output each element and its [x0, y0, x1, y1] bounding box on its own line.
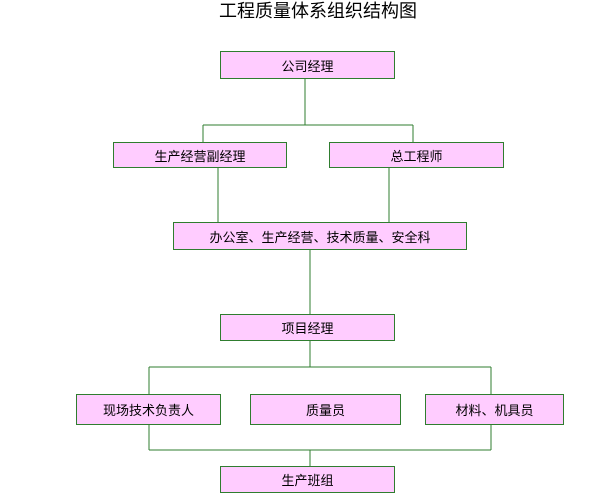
node-label: 生产经营副经理: [154, 149, 246, 165]
chart-title-text: 工程质量体系组织结构图: [219, 1, 417, 22]
node-materials-equipment: 材料、机具员: [425, 394, 564, 425]
chart-title: 工程质量体系组织结构图: [0, 0, 610, 24]
node-label: 办公室、生产经营、技术质量、安全科: [209, 230, 431, 246]
node-label: 现场技术负责人: [102, 404, 194, 419]
node-chief-engineer: 总工程师: [329, 142, 504, 168]
node-site-tech-lead: 现场技术负责人: [76, 394, 221, 425]
node-production-deputy: 生产经营副经理: [113, 142, 287, 168]
node-label: 质量员: [305, 404, 345, 419]
node-label: 材料、机具员: [455, 404, 534, 419]
node-label: 总工程师: [390, 149, 443, 165]
node-office-departments: 办公室、生产经营、技术质量、安全科: [173, 222, 467, 250]
node-project-manager: 项目经理: [220, 314, 395, 341]
node-quality-inspector: 质量员: [250, 394, 401, 425]
node-company-manager: 公司经理: [220, 51, 395, 79]
node-label: 生产班组: [281, 474, 334, 489]
node-label: 公司经理: [281, 59, 334, 75]
node-label: 项目经理: [281, 322, 334, 337]
node-production-team: 生产班组: [220, 466, 395, 493]
